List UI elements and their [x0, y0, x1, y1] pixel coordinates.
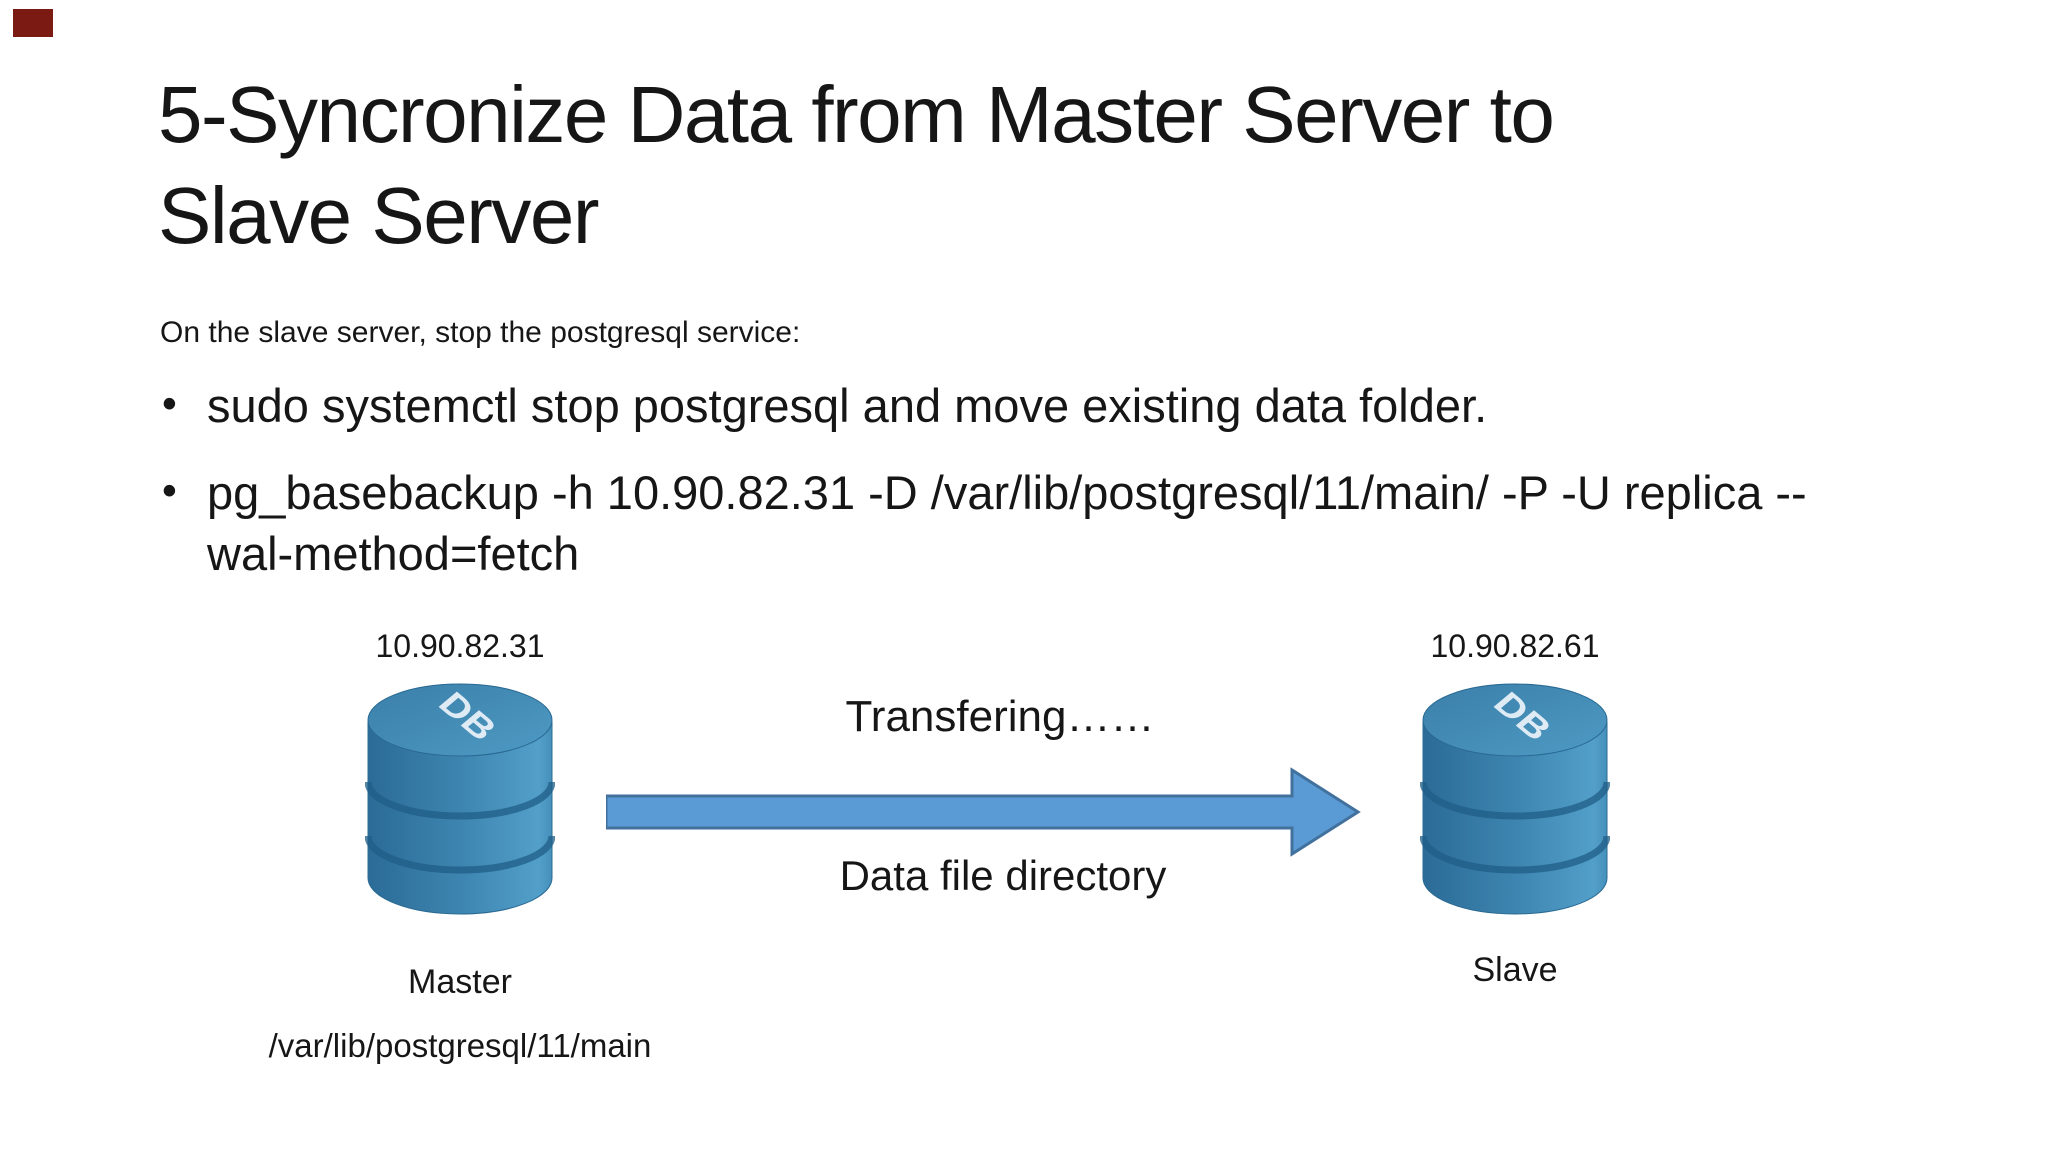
page-title: 5-Syncronize Data from Master Server to S…: [158, 64, 1555, 266]
transfer-arrow-label: Data file directory: [839, 852, 1167, 899]
corner-mark: [13, 9, 53, 37]
database-cylinder-icon-slave: DB: [1420, 683, 1610, 915]
arrow-right-icon: [606, 767, 1361, 857]
title-line-2: Slave Server: [158, 171, 599, 260]
bullet-item: pg_basebackup -h 10.90.82.31 -D /var/lib…: [160, 460, 1860, 584]
master-node-label: Master: [408, 963, 512, 1001]
slave-node-label: Slave: [1472, 951, 1558, 989]
bullet-item: sudo systemctl stop postgresql and move …: [160, 373, 1860, 436]
slave-ip-label: 10.90.82.61: [1430, 628, 1600, 664]
master-ip-label: 10.90.82.31: [375, 628, 545, 664]
master-data-path: /var/lib/postgresql/11/main: [268, 1027, 652, 1064]
transfer-status-label: Transfering……: [845, 692, 1155, 741]
title-line-1: 5-Syncronize Data from Master Server to: [158, 70, 1555, 159]
database-cylinder-icon-master: DB: [365, 683, 555, 915]
bullet-list: sudo systemctl stop postgresql and move …: [160, 373, 1860, 584]
intro-text: On the slave server, stop the postgresql…: [160, 316, 801, 349]
